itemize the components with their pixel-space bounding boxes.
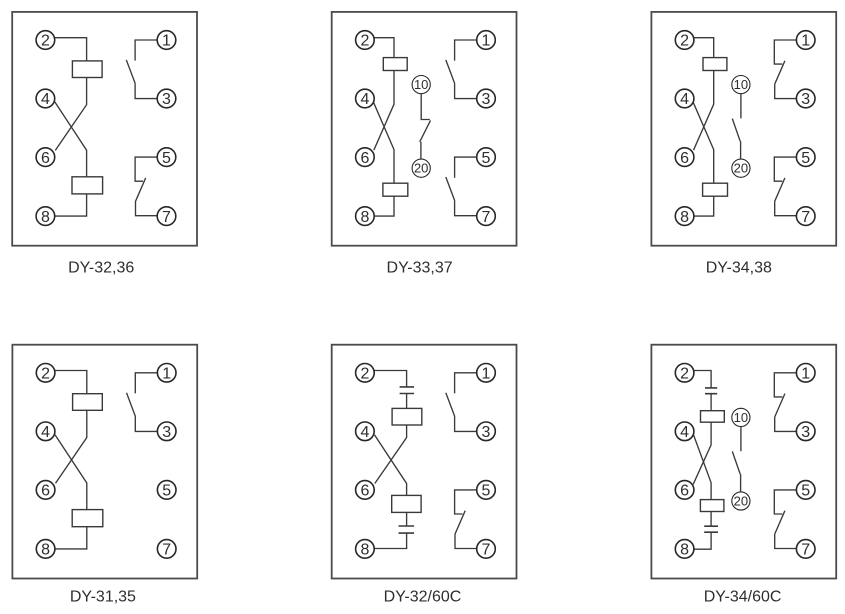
svg-text:DY-34,38: DY-34,38 xyxy=(706,259,772,276)
svg-text:8: 8 xyxy=(360,542,369,559)
svg-text:4: 4 xyxy=(360,424,369,441)
svg-text:10: 10 xyxy=(734,410,748,425)
svg-text:8: 8 xyxy=(360,209,369,226)
svg-text:2: 2 xyxy=(360,366,369,383)
svg-text:3: 3 xyxy=(801,424,810,441)
svg-text:5: 5 xyxy=(482,150,491,167)
svg-text:6: 6 xyxy=(41,150,50,167)
svg-text:2: 2 xyxy=(41,366,50,383)
svg-text:3: 3 xyxy=(162,91,171,108)
svg-text:4: 4 xyxy=(360,91,369,108)
svg-text:DY-34/60C: DY-34/60C xyxy=(704,588,782,605)
svg-text:DY-32,36: DY-32,36 xyxy=(68,259,134,276)
svg-text:2: 2 xyxy=(360,33,369,50)
svg-text:10: 10 xyxy=(734,77,748,92)
svg-text:8: 8 xyxy=(41,542,50,559)
svg-text:6: 6 xyxy=(360,150,369,167)
svg-text:4: 4 xyxy=(41,91,50,108)
svg-text:1: 1 xyxy=(801,33,810,50)
svg-text:1: 1 xyxy=(162,366,171,383)
svg-text:5: 5 xyxy=(162,150,171,167)
svg-text:2: 2 xyxy=(41,33,50,50)
svg-text:4: 4 xyxy=(680,91,689,108)
svg-text:7: 7 xyxy=(482,542,491,559)
svg-text:20: 20 xyxy=(414,161,428,176)
svg-text:DY-31,35: DY-31,35 xyxy=(70,588,136,605)
svg-text:DY-32/60C: DY-32/60C xyxy=(384,588,462,605)
svg-text:7: 7 xyxy=(801,209,810,226)
svg-text:5: 5 xyxy=(801,483,810,500)
svg-text:DY-33,37: DY-33,37 xyxy=(387,259,453,276)
svg-text:7: 7 xyxy=(162,209,171,226)
svg-text:7: 7 xyxy=(801,542,810,559)
svg-text:5: 5 xyxy=(162,483,171,500)
svg-text:20: 20 xyxy=(734,493,748,508)
svg-text:3: 3 xyxy=(482,424,491,441)
svg-text:3: 3 xyxy=(801,91,810,108)
svg-text:6: 6 xyxy=(360,483,369,500)
svg-text:4: 4 xyxy=(680,424,689,441)
svg-text:5: 5 xyxy=(482,483,491,500)
svg-text:3: 3 xyxy=(162,424,171,441)
svg-text:1: 1 xyxy=(482,33,491,50)
svg-text:4: 4 xyxy=(41,424,50,441)
svg-text:7: 7 xyxy=(162,542,171,559)
svg-text:2: 2 xyxy=(680,366,689,383)
svg-text:6: 6 xyxy=(680,150,689,167)
svg-text:6: 6 xyxy=(41,483,50,500)
svg-text:1: 1 xyxy=(482,366,491,383)
svg-text:3: 3 xyxy=(482,91,491,108)
svg-text:1: 1 xyxy=(162,33,171,50)
svg-text:8: 8 xyxy=(680,542,689,559)
svg-text:1: 1 xyxy=(801,366,810,383)
svg-text:8: 8 xyxy=(41,209,50,226)
svg-text:5: 5 xyxy=(801,150,810,167)
svg-text:7: 7 xyxy=(482,209,491,226)
svg-text:20: 20 xyxy=(734,161,748,176)
svg-text:10: 10 xyxy=(414,77,428,92)
svg-text:8: 8 xyxy=(680,209,689,226)
svg-text:6: 6 xyxy=(680,483,689,500)
svg-text:2: 2 xyxy=(680,33,689,50)
